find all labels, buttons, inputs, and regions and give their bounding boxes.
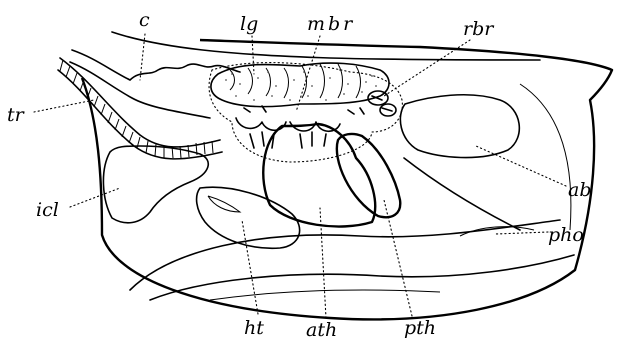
leader-ab: [476, 146, 566, 186]
leader-pho: [496, 232, 548, 234]
lobe-ath: [263, 124, 375, 227]
lobes-mbr: [236, 106, 364, 148]
label-icl: icl: [36, 199, 59, 221]
leader-icl: [70, 188, 120, 207]
label-ht: ht: [244, 317, 264, 339]
label-mbr: mbr: [307, 13, 355, 35]
canal-c: [72, 50, 240, 80]
label-ab: ab: [568, 179, 592, 201]
lobe-ab: [400, 95, 519, 158]
label-lg: lg: [240, 13, 258, 35]
label-pho: pho: [548, 224, 584, 246]
body-outline: [82, 40, 612, 319]
lobe-ht: [197, 187, 300, 248]
leader-tr: [34, 100, 94, 112]
leader-mbr: [296, 36, 320, 112]
leader-ht: [242, 220, 258, 314]
label-pth: pth: [404, 317, 436, 339]
leader-pth: [384, 200, 412, 316]
label-c: c: [139, 9, 150, 31]
label-tr: tr: [7, 104, 26, 126]
label-rbr: rbr: [463, 18, 495, 40]
trachea: [58, 58, 222, 159]
label-ath: ath: [306, 319, 337, 341]
